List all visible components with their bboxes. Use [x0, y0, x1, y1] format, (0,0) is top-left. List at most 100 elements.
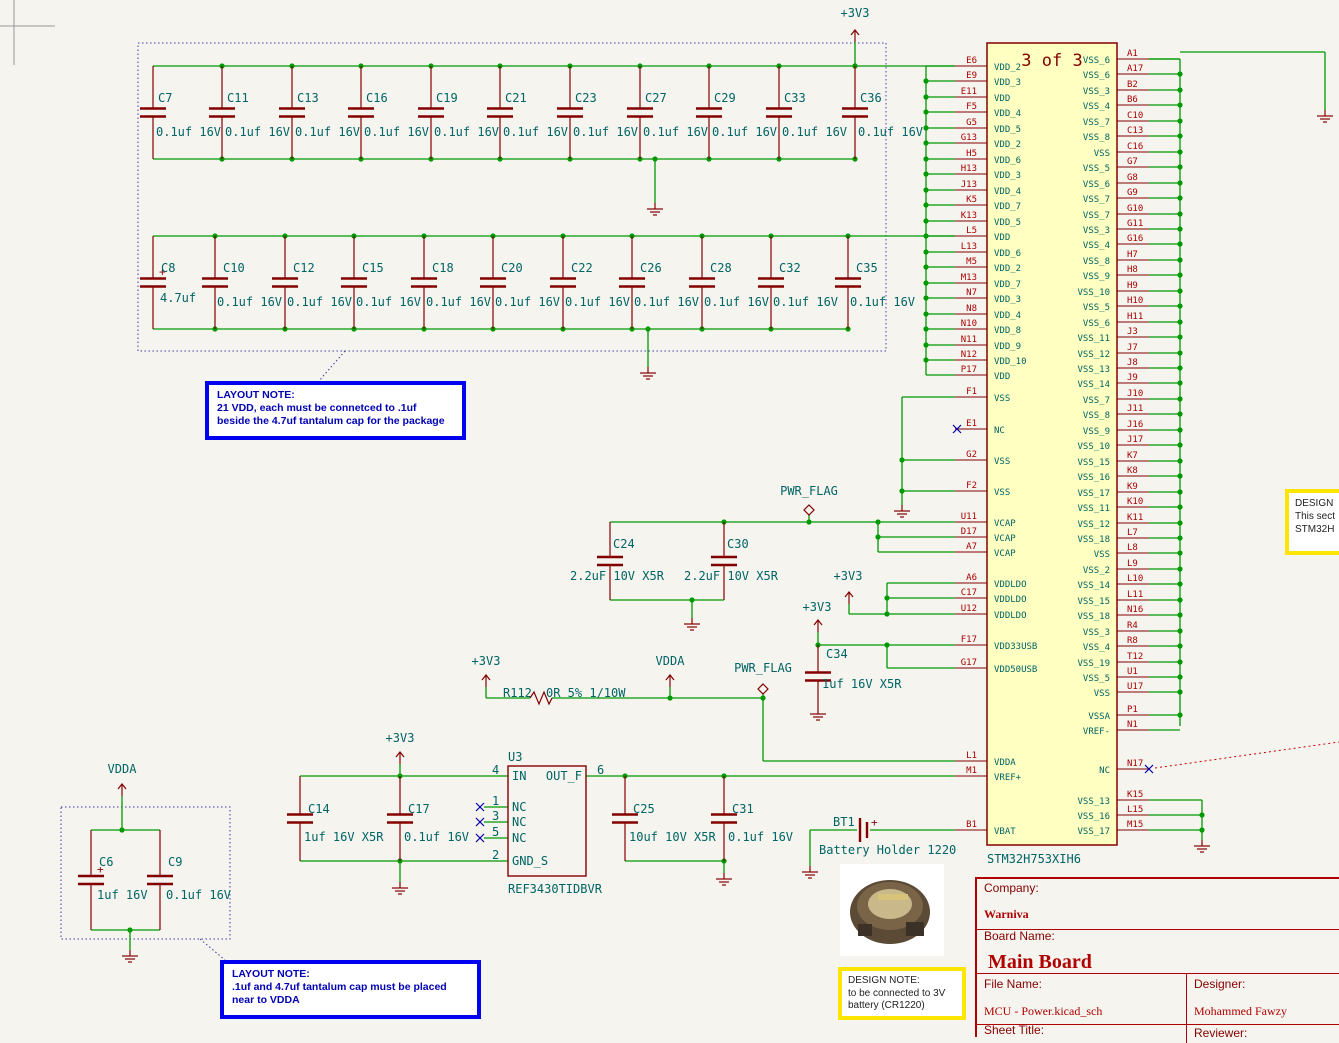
layout-note-vdd-line2: beside the 4.7uf tantalum cap for the pa…: [217, 415, 445, 427]
resistor-value: 0R 5% 1/10W: [546, 686, 626, 700]
battery-holder-picture: [850, 880, 930, 944]
junction: [1177, 712, 1183, 718]
stm32-symbol[interactable]: 3 of 3: [986, 42, 1118, 846]
cap-ref-C22: C22: [571, 261, 593, 275]
chip-pin-name-E9: VDD_3: [994, 78, 1021, 88]
cap-ref-C13: C13: [297, 91, 319, 105]
cap-polarity: +: [159, 266, 166, 279]
u3-pin-name-2: GND_S: [512, 854, 548, 868]
title-block-divider: [1186, 973, 1187, 1043]
cap-value-C17: 0.1uf 16V: [404, 830, 469, 844]
chip-pin-number-F1: F1: [966, 387, 977, 397]
u3-pin-name-4: IN: [512, 769, 526, 783]
chip-pin-number-K5: K5: [966, 195, 977, 205]
cap-value-C13: 0.1uf 16V: [295, 125, 360, 139]
board-label: Board Name:: [984, 929, 1055, 943]
cap-value-C15: 0.1uf 16V: [356, 295, 421, 309]
capacitors: +++: [78, 66, 878, 930]
chip-pin-number-H11: H11: [1127, 312, 1143, 322]
title-block: [975, 877, 1339, 1043]
cap-ref-C6: C6: [99, 855, 113, 869]
cap-ref-C11: C11: [227, 91, 249, 105]
cap-value-C35: 0.1uf 16V: [850, 295, 915, 309]
chip-pin-name-U12: VDDLDO: [994, 611, 1027, 621]
chip-pin-number-K9: K9: [1127, 482, 1138, 492]
chip-pin-number-K8: K8: [1127, 466, 1138, 476]
u3-pin-number-1: 1: [492, 794, 499, 808]
chip-pin-name-J16: VSS_9: [1083, 427, 1110, 437]
chip-pin-number-E9: E9: [966, 71, 977, 81]
junction: [1177, 427, 1183, 433]
chip-pin-name-U17: VSS: [1094, 689, 1110, 699]
cap-ref-C17: C17: [408, 802, 430, 816]
chip-pin-number-F2: F2: [966, 481, 977, 491]
junction: [1177, 350, 1183, 356]
title-block-line3: [977, 1024, 1339, 1025]
chip-pin-name-K8: VSS_16: [1077, 473, 1110, 483]
cap-ref-C24: C24: [613, 537, 635, 551]
power-arrow: [665, 674, 675, 681]
chip-pin-number-L7: L7: [1127, 528, 1138, 538]
cap-value-C26: 0.1uf 16V: [634, 295, 699, 309]
chip-pin-name-H9: VSS_10: [1077, 288, 1110, 298]
junction: [1177, 133, 1183, 139]
chip-pin-number-M5: M5: [966, 257, 977, 267]
chip-pin-name-J11: VSS_8: [1083, 411, 1110, 421]
chip-pin-name-E1: NC: [994, 426, 1005, 436]
cap-value-C8: 4.7uf: [160, 291, 196, 305]
chip-pin-name-J8: VSS_13: [1077, 365, 1110, 375]
cap-ref-C20: C20: [501, 261, 523, 275]
chip-pin-name-H7: VSS_8: [1083, 257, 1110, 267]
junction: [1177, 118, 1183, 124]
cap-value-C7: 0.1uf 16V: [156, 125, 221, 139]
chip-pin-name-P1: VSSA: [1088, 712, 1110, 722]
chip-pin-number-G10: G10: [1127, 204, 1143, 214]
nc-mark: [475, 817, 485, 827]
chip-pin-name-K11: VSS_12: [1077, 520, 1110, 530]
cap-ref-C34: C34: [826, 647, 848, 661]
chip-pin-number-C17: C17: [961, 588, 977, 598]
chip-pin-number-U17: U17: [1127, 682, 1143, 692]
design-note-right-line2: STM32H: [1295, 524, 1335, 535]
chip-pin-number-A7: A7: [966, 542, 977, 552]
cap-ref-C15: C15: [362, 261, 384, 275]
chip-pin-number-H13: H13: [961, 164, 977, 174]
junction: [1177, 396, 1183, 402]
chip-pin-name-F1: VSS: [994, 394, 1010, 404]
dotted-link: [1154, 741, 1339, 769]
chip-pin-number-T12: T12: [1127, 652, 1143, 662]
chip-pin-number-H9: H9: [1127, 281, 1138, 291]
chip-pin-number-U12: U12: [961, 604, 977, 614]
junction: [1177, 643, 1183, 649]
junction: [1177, 303, 1183, 309]
chip-pin-name-N17: NC: [1099, 766, 1110, 776]
chip-pin-number-C16: C16: [1127, 142, 1143, 152]
cap-value-C31: 0.1uf 16V: [728, 830, 793, 844]
cap-value-C24: 2.2uF 10V X5R: [570, 569, 665, 583]
nc-mark: [475, 833, 485, 843]
cap-value-C23: 0.1uf 16V: [573, 125, 638, 139]
junction: [1177, 102, 1183, 108]
chip-pin-number-G17: G17: [961, 658, 977, 668]
chip-pin-name-C17: VDDLDO: [994, 595, 1027, 605]
chip-pin-name-G5: VDD_5: [994, 125, 1021, 135]
chip-pin-name-N16: VSS_18: [1077, 612, 1110, 622]
junction: [923, 171, 929, 177]
chip-pin-name-H13: VDD_3: [994, 171, 1021, 181]
cap-value-C11: 0.1uf 16V: [225, 125, 290, 139]
junction: [1177, 550, 1183, 556]
cap-value-C14: 1uf 16V X5R: [304, 830, 384, 844]
junction: [1177, 612, 1183, 618]
junction: [923, 357, 929, 363]
chip-pin-name-H10: VSS_5: [1083, 303, 1110, 313]
chip-pin-number-H10: H10: [1127, 296, 1143, 306]
design-note-right: DESIGN This sect STM32H: [1285, 489, 1339, 555]
u3-pin-number-5: 5: [492, 825, 499, 839]
cap-value-C29: 0.1uf 16V: [712, 125, 777, 139]
chip-pin-name-U11: VCAP: [994, 519, 1016, 529]
power-label-3v3-r112: +3V3: [472, 654, 501, 668]
cap-value-C36: 0.1uf 16V: [858, 125, 923, 139]
junction: [1177, 241, 1183, 247]
chip-pin-name-K13: VDD_5: [994, 218, 1021, 228]
